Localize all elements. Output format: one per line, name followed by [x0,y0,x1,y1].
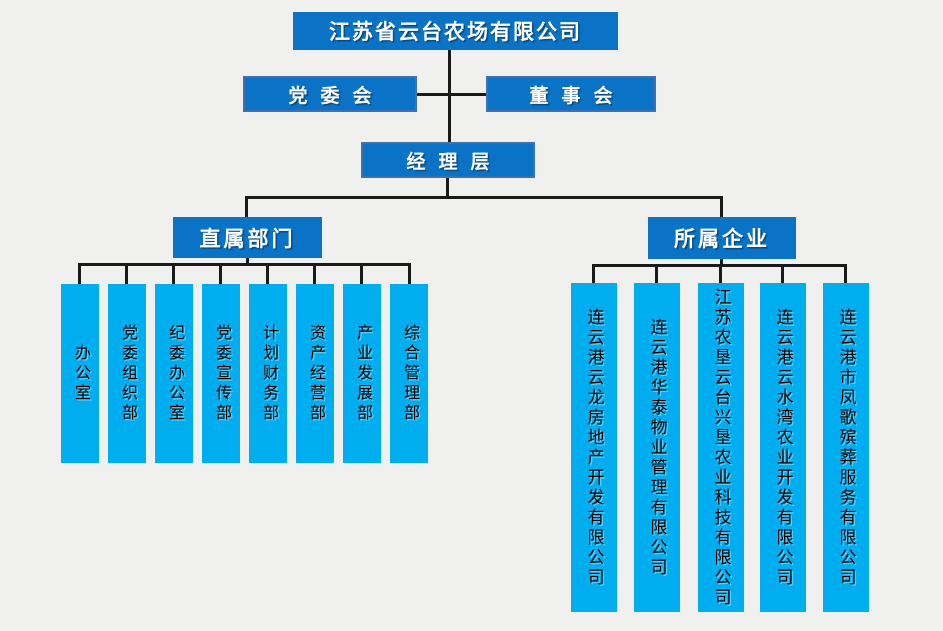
company-root-box: 江苏省云台农场有限公司 [293,12,618,50]
department-label: 办公室 [72,343,89,404]
department-label: 计划财务部 [260,323,277,424]
management-level-label: 经理层 [406,151,503,173]
board-of-directors-label: 董事会 [529,85,626,107]
direct-departments-label: 直属部门 [199,227,296,251]
connector-dept-3 [172,263,175,287]
department-column-office: 办公室 [61,284,99,463]
party-committee-box: 党委会 [243,76,417,112]
connector-ent-4 [781,264,784,284]
enterprise-column-yunlong-realestate: 连云港云龙房地产开发有限公司 [571,283,617,612]
connector-to-left-branch [245,196,248,217]
connector-right-branch-down [720,259,723,267]
board-of-directors-box: 董事会 [486,76,656,112]
connector-dept-6 [313,263,316,287]
department-column-discipline-office: 纪委办公室 [155,284,193,463]
enterprise-label: 连云港市凤歌殡葬服务有限公司 [836,307,856,588]
department-label: 党委组织部 [119,323,136,424]
connector-trunk-top [448,50,451,142]
connector-ent-1 [592,264,595,284]
company-root-label: 江苏省云台农场有限公司 [329,21,582,44]
connector-dept-8 [408,263,411,287]
enterprise-column-huatai-property: 连云港华泰物业管理有限公司 [634,283,680,612]
department-column-general-management: 综合管理部 [390,284,428,463]
party-committee-label: 党委会 [288,85,385,107]
enterprise-column-yunshuiwan-agriculture: 连云港云水湾农业开发有限公司 [760,283,806,612]
connector-dept-5 [266,263,269,287]
enterprise-label: 连云港云龙房地产开发有限公司 [584,307,604,588]
department-label: 纪委办公室 [166,323,183,424]
department-column-industry-development: 产业发展部 [343,284,381,463]
connector-dept-7 [360,263,363,287]
enterprise-label: 连云港云水湾农业开发有限公司 [773,307,793,588]
subsidiary-enterprises-label: 所属企业 [674,228,770,251]
connector-mgmt-down [446,178,449,199]
connector-dept-1 [78,263,81,287]
department-label: 产业发展部 [354,323,371,424]
management-level-box: 经理层 [361,142,535,178]
connector-dept-4 [219,263,222,287]
connector-left-branch-down [246,258,249,266]
department-label: 党委宣传部 [213,323,230,424]
department-column-planning-finance: 计划财务部 [249,284,287,463]
direct-departments-box: 直属部门 [173,217,322,258]
connector-branch-bus [245,196,723,199]
connector-ent-5 [844,264,847,284]
connector-dept-2 [125,263,128,287]
department-column-party-publicity: 党委宣传部 [202,284,240,463]
enterprise-column-fengge-funeral: 连云港市凤歌殡葬服务有限公司 [823,283,869,612]
enterprise-label: 江苏农垦云台兴垦农业科技有限公司 [711,287,731,608]
subsidiary-enterprises-box: 所属企业 [648,217,796,259]
connector-left-bus [78,263,411,266]
department-column-party-organization: 党委组织部 [108,284,146,463]
connector-ent-2 [655,264,658,284]
department-label: 资产经营部 [307,323,324,424]
connector-to-right-branch [720,196,723,217]
department-label: 综合管理部 [401,323,418,424]
connector-party-board [417,93,486,96]
enterprise-column-xingken-agritech: 江苏农垦云台兴垦农业科技有限公司 [698,283,744,612]
enterprise-label: 连云港华泰物业管理有限公司 [647,317,667,578]
connector-ent-3 [719,264,722,284]
department-column-asset-management: 资产经营部 [296,284,334,463]
